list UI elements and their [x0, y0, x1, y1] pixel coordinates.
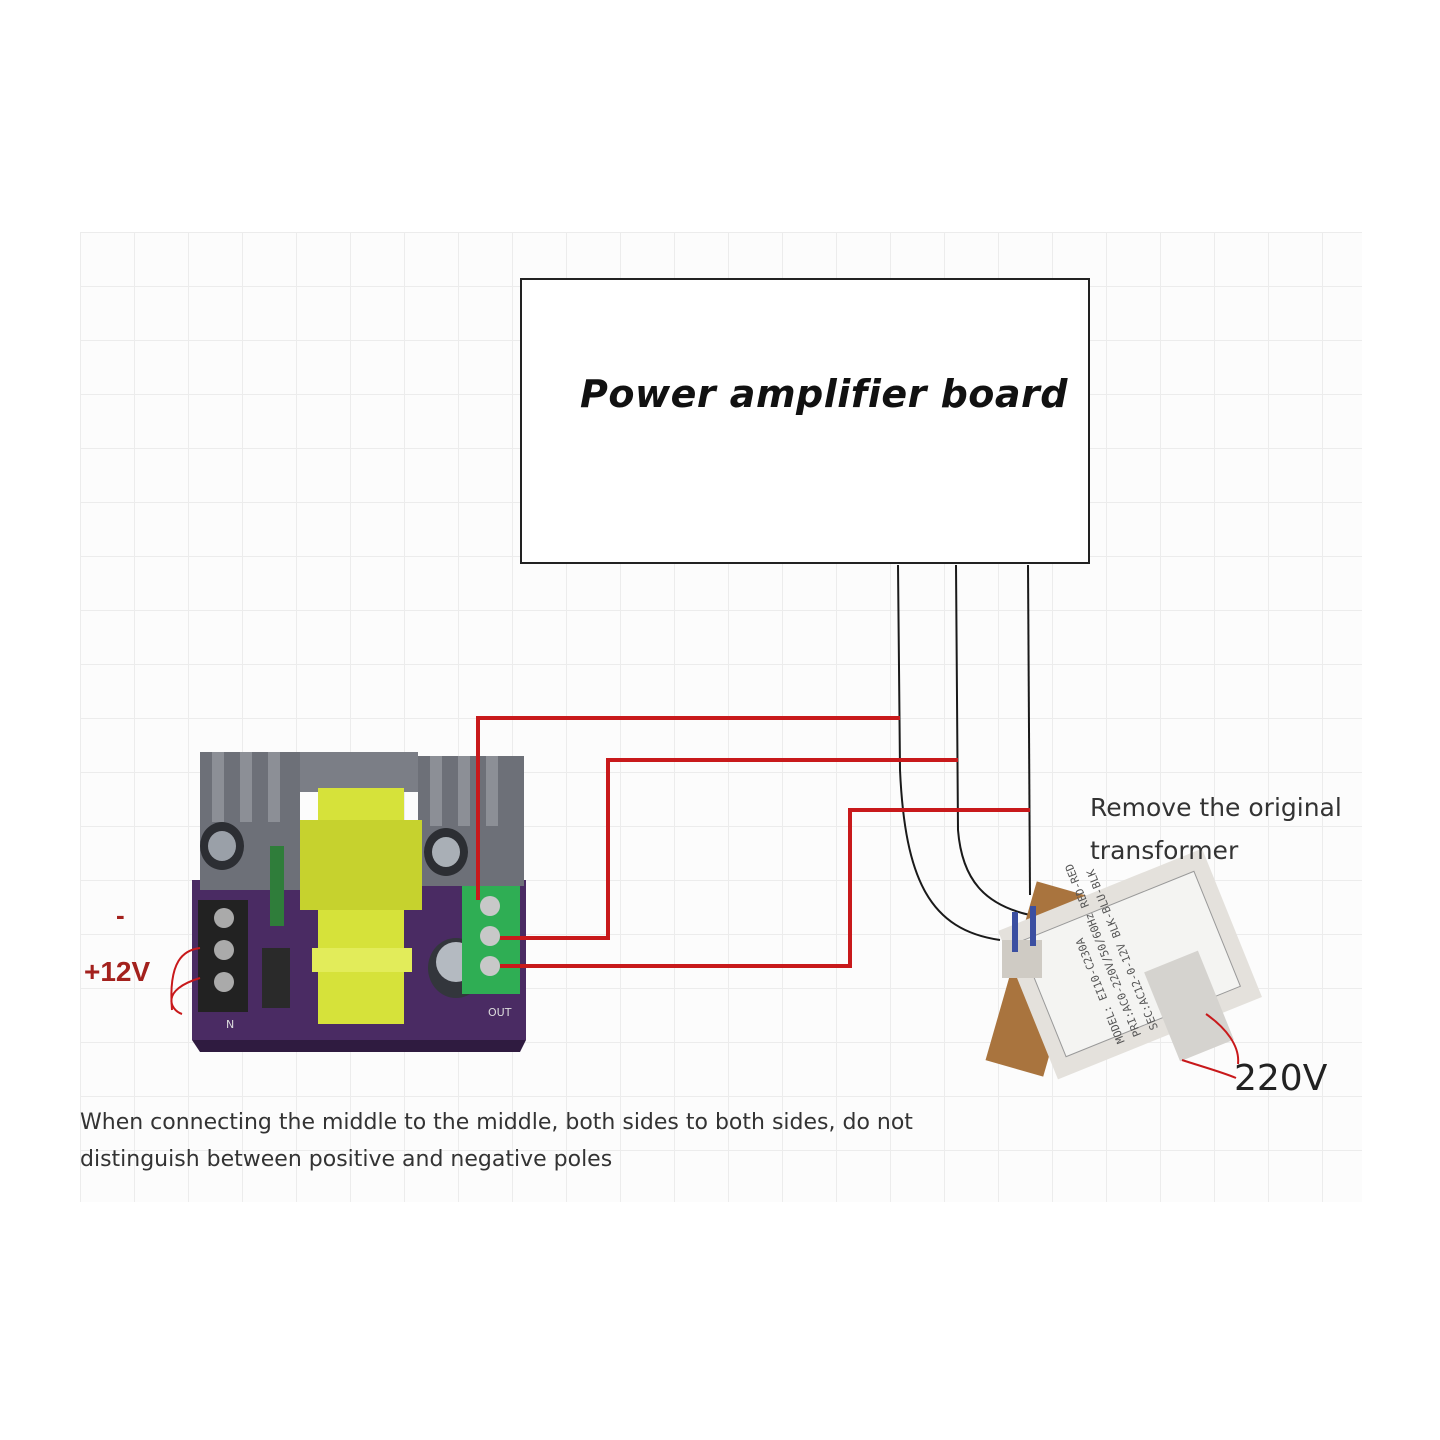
red-wire-top: [476, 716, 900, 900]
module-out-label: OUT: [488, 1006, 512, 1019]
connection-note-line1: When connecting the middle to the middle…: [80, 1110, 913, 1135]
red-wire-bottom: [500, 808, 1030, 968]
plus-12v-label: +12V: [84, 956, 151, 987]
power-transformer: MODEL: EI10-C230A PRI:AC0-220V/50/60Hz R…: [985, 848, 1262, 1080]
remove-transformer-note: Remove the original transformer: [1090, 786, 1390, 872]
power-amplifier-board-box: Power amplifier board: [520, 278, 1090, 564]
module-pcb-edge: [192, 1040, 526, 1052]
transformer-label-plate: [1018, 870, 1242, 1058]
black-wire-left: [897, 564, 1001, 941]
mains-lead-wire: [1205, 1013, 1240, 1065]
connection-note: When connecting the middle to the middle…: [80, 1104, 980, 1178]
black-wires: [897, 564, 1031, 941]
remove-note-line2: transformer: [1090, 836, 1239, 865]
black-wire-right: [1027, 564, 1031, 896]
red-wire-middle: [500, 758, 958, 940]
black-wire-middle: [955, 564, 1031, 916]
connection-note-line2: distinguish between positive and negativ…: [80, 1147, 613, 1172]
input-terminal-block: [198, 900, 248, 1012]
module-n-label: N: [226, 1018, 234, 1031]
mains-220v-label: 220V: [1234, 1058, 1328, 1099]
power-supply-module: N OUT: [170, 752, 526, 1052]
remove-note-line1: Remove the original: [1090, 793, 1342, 822]
negative-terminal-label: -: [116, 900, 125, 930]
red-wires: [476, 716, 1030, 968]
amp-board-title: Power amplifier board: [580, 372, 1068, 416]
